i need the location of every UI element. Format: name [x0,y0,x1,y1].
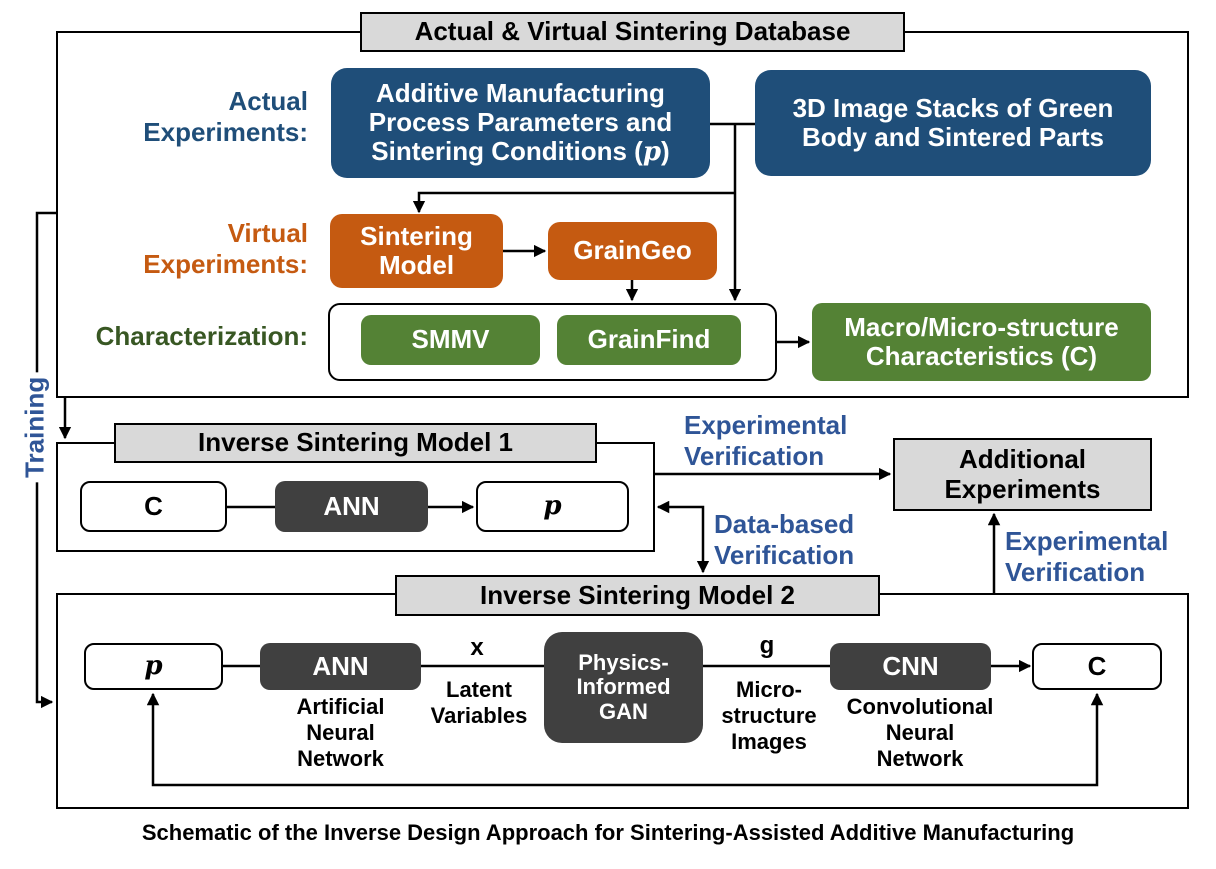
model2-c-node: C [1032,643,1162,690]
latent-variables-label: Latent Variables [430,677,528,728]
model2-p-node: p [84,643,223,690]
figure-caption: Schematic of the Inverse Design Approach… [141,820,1075,845]
image-stacks-node: 3D Image Stacks of Green Body and Sinter… [755,70,1151,176]
model1-p-node: p [476,481,629,532]
model1-title: Inverse Sintering Model 1 [114,423,597,463]
model2-title: Inverse Sintering Model 2 [395,575,880,616]
characterization-label: Characterization: [95,321,308,351]
virtual-experiments-label: Virtual Experiments: [143,218,308,279]
smmv-node: SMMV [361,315,540,365]
model2-ann-node: ANN [260,643,421,690]
physics-informed-gan-node: Physics- Informed GAN [544,632,703,743]
m2-feedback-arrow [146,692,1104,787]
exp-verif2-label: Experimental Verification [1005,526,1169,587]
to-sintering-model-arrow [412,191,735,214]
model1-ann-node: ANN [275,481,428,532]
actual-experiments-label: Actual Experiments: [143,86,308,147]
sintering-model-node: Sintering Model [330,214,503,288]
model1-c-node: C [80,481,227,532]
macro-micro-node: Macro/Micro-structure Characteristics (C… [812,303,1151,381]
model2-cnn-sublabel: Convolutional Neural Network [846,694,994,771]
am-params-node: Additive Manufacturing Process Parameter… [331,68,710,178]
training-label: Training [19,372,51,483]
exp-verif1-label: Experimental Verification [684,410,848,471]
model2-cnn-node: CNN [830,643,991,690]
database-title: Actual & Virtual Sintering Database [360,12,905,52]
graingeo-node: GrainGeo [548,222,717,280]
data-verif-arrow [656,500,710,574]
grainfind-node: GrainFind [557,315,741,365]
data-verif-label: Data-based Verification [714,509,855,570]
latent-x-label: x [470,634,484,661]
additional-experiments-node: Additional Experiments [893,438,1152,511]
microstructure-images-label: Micro- structure Images [721,677,817,754]
g-label: g [759,632,775,659]
model2-ann-sublabel: Artificial Neural Network [296,694,385,771]
